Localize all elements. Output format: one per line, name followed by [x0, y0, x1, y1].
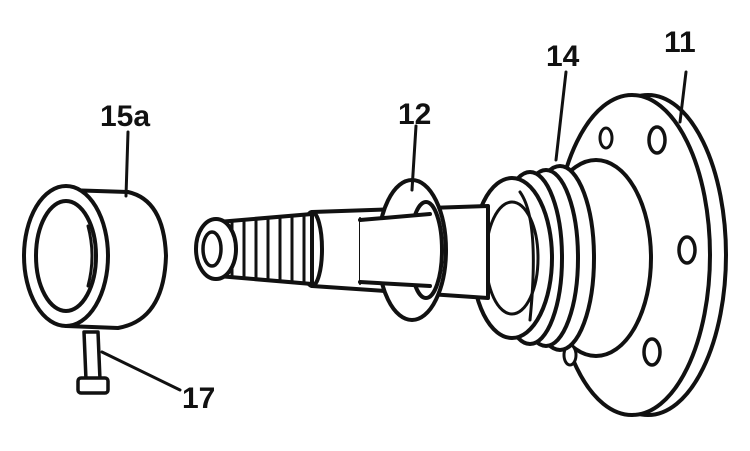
- callout-17: 17: [182, 382, 215, 415]
- callout-15a: 15a: [100, 100, 150, 133]
- splined-shaft-end: [194, 212, 314, 286]
- washer-part-12: [358, 178, 448, 322]
- screw-part-17: [76, 330, 110, 395]
- bearing-part-14: [470, 164, 596, 352]
- leader-lines: [100, 70, 688, 392]
- collar-part-15a: [22, 184, 168, 330]
- callout-14: 14: [546, 40, 580, 73]
- callout-12: 12: [398, 98, 431, 131]
- callout-11: 11: [664, 26, 696, 59]
